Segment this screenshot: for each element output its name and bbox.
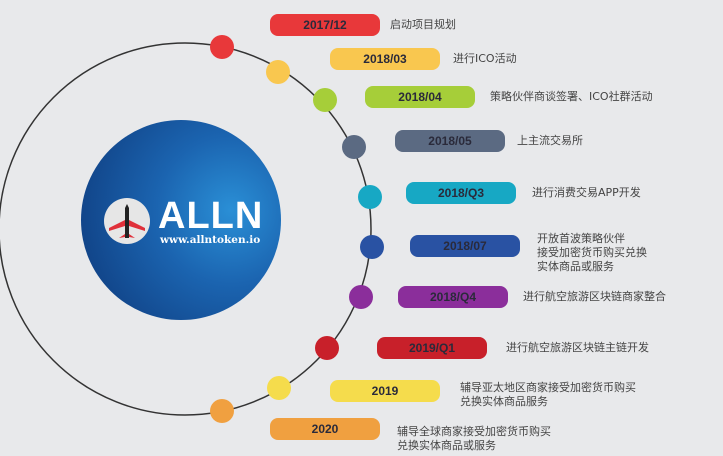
description-line: 上主流交易所 bbox=[517, 134, 583, 147]
timeline-dot bbox=[342, 135, 366, 159]
description-line: 接受加密货币购买兑换 bbox=[537, 246, 647, 259]
timeline-dot bbox=[210, 35, 234, 59]
milestone-description: 进行消费交易APP开发 bbox=[532, 186, 641, 200]
milestone-description: 辅导全球商家接受加密货币购买兑换实体商品或服务 bbox=[397, 425, 551, 453]
milestone-description: 启动项目规划 bbox=[390, 18, 456, 32]
description-line: 启动项目规划 bbox=[390, 18, 456, 31]
milestone-date: 2018/Q3 bbox=[406, 182, 516, 204]
description-line: 进行消费交易APP开发 bbox=[532, 186, 641, 199]
timeline-dot bbox=[358, 185, 382, 209]
timeline-dot bbox=[315, 336, 339, 360]
description-line: 开放首波策略伙伴 bbox=[537, 232, 625, 245]
milestone-date: 2018/Q4 bbox=[398, 286, 508, 308]
milestone-description: 策略伙伴商谈签署、ICO社群活动 bbox=[490, 90, 653, 104]
milestone-date: 2018/05 bbox=[395, 130, 505, 152]
milestone-date: 2019/Q1 bbox=[377, 337, 487, 359]
description-line: 兑换实体商品或服务 bbox=[397, 439, 496, 452]
description-line: 辅导亚太地区商家接受加密货币购买 bbox=[460, 381, 636, 394]
timeline-dot bbox=[267, 376, 291, 400]
description-line: 辅导全球商家接受加密货币购买 bbox=[397, 425, 551, 438]
milestone-date: 2017/12 bbox=[270, 14, 380, 36]
milestone-date: 2018/04 bbox=[365, 86, 475, 108]
brand-url: www.allntoken.io bbox=[160, 234, 261, 246]
airplane-icon bbox=[104, 198, 150, 244]
timeline-dot bbox=[313, 88, 337, 112]
timeline-dot bbox=[360, 235, 384, 259]
description-line: 进行ICO活动 bbox=[453, 52, 517, 65]
milestone-description: 进行ICO活动 bbox=[453, 52, 517, 66]
timeline-dot bbox=[349, 285, 373, 309]
milestone-date: 2018/03 bbox=[330, 48, 440, 70]
milestone-description: 辅导亚太地区商家接受加密货币购买兑换实体商品服务 bbox=[460, 381, 636, 409]
milestone-description: 进行航空旅游区块链商家整合 bbox=[523, 290, 666, 304]
description-line: 策略伙伴商谈签署、ICO社群活动 bbox=[490, 90, 653, 103]
milestone-date: 2020 bbox=[270, 418, 380, 440]
brand-name: ALLN bbox=[158, 195, 264, 237]
description-line: 实体商品或服务 bbox=[537, 260, 614, 273]
milestone-date: 2019 bbox=[330, 380, 440, 402]
milestone-description: 上主流交易所 bbox=[517, 134, 583, 148]
milestone-description: 开放首波策略伙伴接受加密货币购买兑换实体商品或服务 bbox=[537, 232, 647, 274]
description-line: 进行航空旅游区块链主链开发 bbox=[506, 341, 649, 354]
description-line: 兑换实体商品服务 bbox=[460, 395, 548, 408]
timeline-dot bbox=[210, 399, 234, 423]
milestone-date: 2018/07 bbox=[410, 235, 520, 257]
description-line: 进行航空旅游区块链商家整合 bbox=[523, 290, 666, 303]
milestone-description: 进行航空旅游区块链主链开发 bbox=[506, 341, 649, 355]
timeline-dot bbox=[266, 60, 290, 84]
